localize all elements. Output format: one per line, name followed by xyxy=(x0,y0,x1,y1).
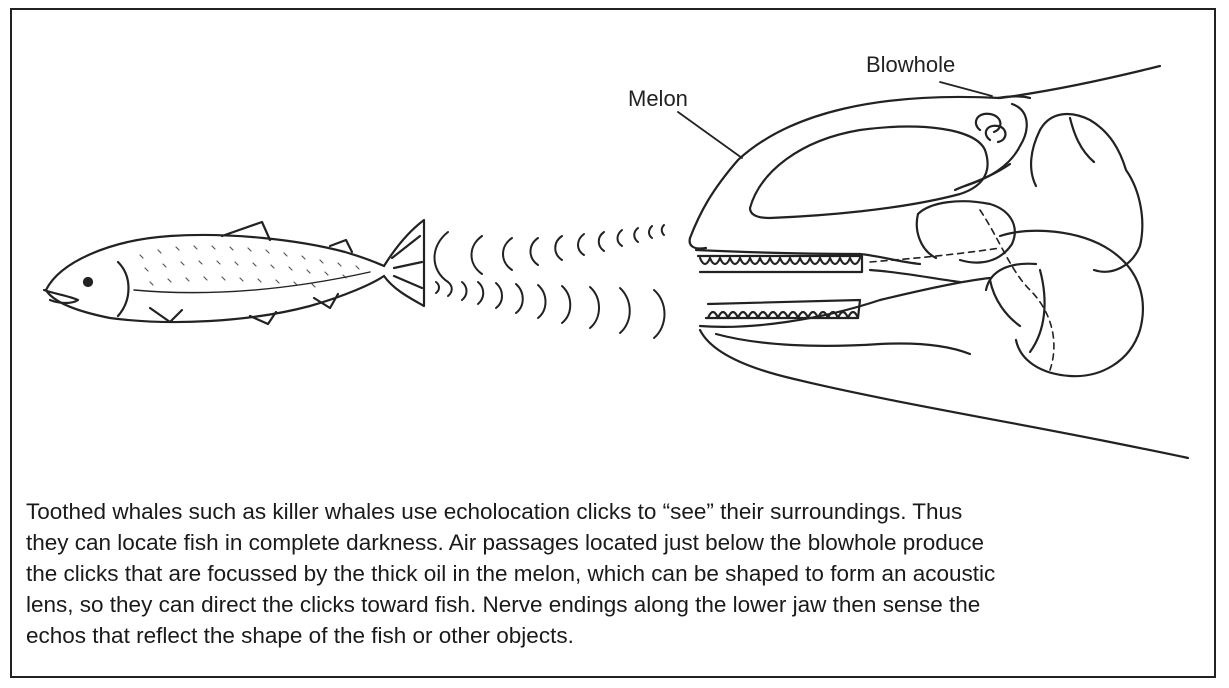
caption-line: the clicks that are focussed by the thic… xyxy=(26,558,1196,589)
caption-line: they can locate fish in complete darknes… xyxy=(26,527,1196,558)
returning-echoes xyxy=(436,282,665,338)
label-leaders xyxy=(678,82,992,158)
caption-line: echos that reflect the shape of the fish… xyxy=(26,620,1196,651)
outgoing-clicks xyxy=(435,225,665,282)
blowhole-label: Blowhole xyxy=(866,54,955,76)
figure-caption: Toothed whales such as killer whales use… xyxy=(26,496,1196,651)
caption-line: Toothed whales such as killer whales use… xyxy=(26,496,1196,527)
blowhole-leader-line xyxy=(940,82,992,96)
fish-drawing xyxy=(44,220,424,324)
caption-line: lens, so they can direct the clicks towa… xyxy=(26,589,1196,620)
melon-label: Melon xyxy=(628,88,688,110)
whale-head-drawing xyxy=(690,66,1188,458)
melon-leader-line xyxy=(678,112,742,158)
